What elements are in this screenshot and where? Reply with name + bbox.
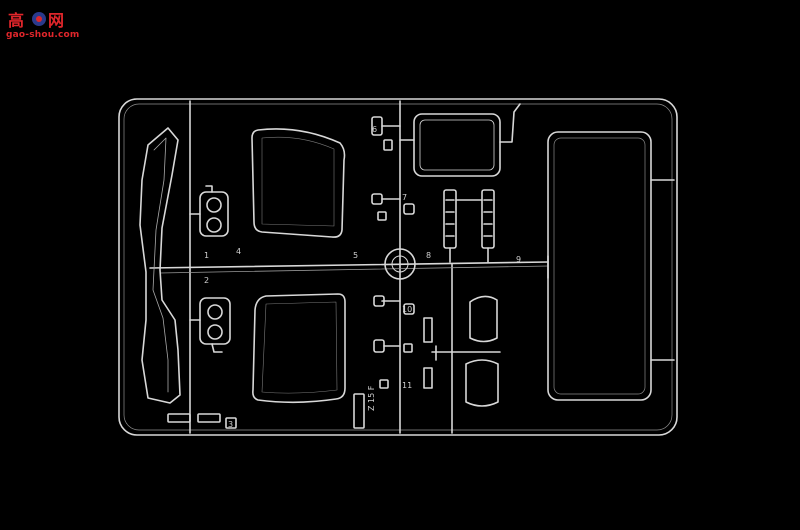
- svg-text:网: 网: [48, 11, 64, 30]
- sprue-gate: [384, 248, 416, 280]
- part-windscreen: [547, 131, 652, 401]
- part-number-labels: 1 2 3 4 5 6 7 8 9 10 11: [204, 125, 521, 429]
- watermark-url: gao-shou.com: [6, 30, 80, 40]
- part-window-upper: [251, 128, 346, 238]
- part-headlights-upper: [189, 185, 229, 237]
- part-side-strip: [139, 127, 181, 404]
- part-headlights-lower: [189, 297, 231, 353]
- part-number: 1: [204, 251, 209, 260]
- sprue-stamp-code: Z 15 F: [367, 385, 376, 411]
- part-window-lower: [252, 293, 346, 404]
- part-tab-b: [197, 413, 221, 423]
- runner-horizontal: [149, 261, 549, 269]
- part-number: 2: [204, 276, 209, 285]
- part-number: 7: [402, 193, 407, 202]
- watermark-logo: 高 网: [8, 11, 64, 30]
- clear-sprue: [118, 98, 678, 436]
- part-small-lights: [371, 116, 415, 389]
- part-number: 10: [402, 305, 412, 314]
- sprue-stamp-plate: [353, 393, 365, 429]
- part-number: 4: [236, 247, 241, 256]
- part-mirror-frame: [413, 113, 501, 177]
- svg-text:高: 高: [8, 11, 24, 30]
- part-light-bars: [443, 189, 495, 263]
- part-number: 3: [228, 420, 233, 429]
- part-mirror-lenses: [423, 295, 501, 407]
- part-number: 8: [426, 251, 431, 260]
- part-number: 5: [353, 251, 358, 260]
- part-number: 11: [402, 381, 412, 390]
- part-tab-a: [167, 413, 191, 423]
- sprue-frame: [118, 98, 678, 436]
- part-number: 6: [372, 125, 377, 134]
- part-number: 9: [516, 255, 521, 264]
